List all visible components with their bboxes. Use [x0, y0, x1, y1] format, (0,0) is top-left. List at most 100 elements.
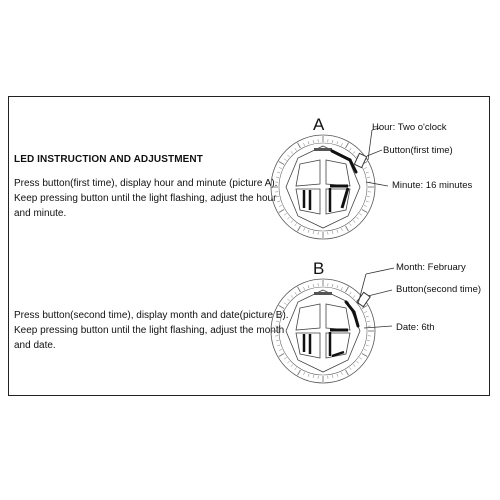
- bezel-tick: [294, 148, 297, 151]
- instruction-heading: LED INSTRUCTION AND ADJUSTMENT: [14, 154, 203, 165]
- bezel-tick: [297, 286, 301, 293]
- bezel-tick: [364, 311, 367, 313]
- bezel-tick: [365, 315, 369, 318]
- bezel-tick: [356, 360, 359, 364]
- bezel-tick: [279, 349, 282, 351]
- watch-diagram-b: [270, 278, 376, 384]
- bezel-tick: [284, 302, 287, 305]
- bezel-tick: [275, 320, 280, 322]
- bezel-tick: [336, 373, 339, 377]
- bezel-tick: [277, 171, 281, 174]
- bezel-tick: [365, 171, 369, 174]
- bezel-tick: [275, 196, 280, 198]
- instruction-text-b: Press button(second time), display month…: [14, 310, 289, 351]
- bezel-tick: [365, 344, 369, 347]
- bezel-tick: [336, 141, 339, 145]
- bezel-tick: [341, 143, 343, 146]
- bezel-tick: [279, 205, 282, 207]
- bezel-tick: [279, 311, 282, 313]
- bezel-tick: [287, 154, 290, 158]
- watch-diagram-a: [270, 134, 376, 240]
- instruction-panel: [8, 96, 490, 396]
- bezel-tick: [290, 295, 294, 298]
- bezel-tick: [341, 287, 343, 290]
- bezel-tick: [307, 229, 310, 233]
- bezel-tick: [303, 372, 305, 375]
- annotation-month: Month: February: [396, 262, 466, 273]
- bezel-tick: [297, 369, 301, 376]
- bezel-tick: [366, 320, 371, 322]
- bezel-tick: [278, 305, 285, 309]
- bezel-tick: [307, 373, 310, 377]
- bezel-tick: [332, 139, 334, 144]
- bezel-tick: [294, 223, 297, 226]
- bezel-tick: [290, 151, 294, 154]
- bezel-tick: [364, 349, 367, 351]
- bezel-tick: [364, 205, 367, 207]
- bezel-tick: [341, 228, 343, 231]
- bezel-tick: [336, 285, 339, 289]
- bezel-tick: [361, 209, 368, 213]
- bezel-tick: [297, 225, 301, 232]
- bezel-tick: [359, 213, 362, 216]
- bezel-tick: [290, 364, 294, 367]
- bezel-tick: [278, 161, 285, 165]
- bezel-tick: [361, 305, 368, 309]
- bezel-tick: [312, 139, 314, 144]
- bezel-tick: [277, 315, 281, 318]
- annotation-button-second: Button(second time): [396, 284, 482, 295]
- bezel-tick: [284, 158, 287, 161]
- bezel-tick: [303, 143, 305, 146]
- bezel-tick: [294, 367, 297, 370]
- bezel-tick: [277, 200, 281, 203]
- bezel-tick: [359, 357, 362, 360]
- bezel-tick: [366, 176, 371, 178]
- bezel-tick: [336, 229, 339, 233]
- watch-a-leader-lines: [365, 127, 389, 187]
- bezel-tick: [349, 148, 352, 151]
- watch-b-leader-lines: [357, 267, 395, 329]
- bezel-tick: [312, 374, 314, 379]
- bezel-tick: [287, 360, 290, 364]
- bezel-tick: [284, 357, 287, 360]
- bezel-tick: [366, 340, 371, 342]
- bezel-tick: [345, 225, 349, 232]
- bezel-tick: [312, 230, 314, 235]
- bezel-tick: [349, 292, 352, 295]
- bezel-tick: [307, 285, 310, 289]
- bezel-tick: [278, 209, 285, 213]
- bezel-tick: [278, 353, 285, 357]
- annotation-hour: Hour: Two o'clock: [372, 122, 447, 133]
- annotation-button-first: Button(first time): [383, 145, 453, 156]
- picture-label-a: A: [313, 115, 325, 134]
- bezel-tick: [356, 216, 359, 220]
- bezel-tick: [332, 374, 334, 379]
- bezel-tick: [284, 213, 287, 216]
- bezel-tick: [352, 220, 356, 223]
- bezel-tick: [277, 344, 281, 347]
- annotation-date: Date: 6th: [396, 322, 435, 333]
- bezel-tick: [341, 372, 343, 375]
- bezel-tick: [275, 340, 280, 342]
- bezel-tick: [366, 196, 371, 198]
- bezel-tick: [345, 142, 349, 149]
- bezel-tick: [345, 286, 349, 293]
- bezel-tick: [294, 292, 297, 295]
- bezel-tick: [290, 220, 294, 223]
- bezel-tick: [287, 298, 290, 302]
- instruction-text-a: Press button(first time), display hour a…: [14, 178, 278, 219]
- bezel-tick: [352, 364, 356, 367]
- bezel-tick: [352, 151, 356, 154]
- bezel-tick: [303, 287, 305, 290]
- bezel-tick: [365, 200, 369, 203]
- bezel-tick: [349, 223, 352, 226]
- bezel-tick: [297, 142, 301, 149]
- bezel-tick: [303, 228, 305, 231]
- bezel-tick: [279, 167, 282, 169]
- bezel-tick: [307, 141, 310, 145]
- bezel-tick: [345, 369, 349, 376]
- bezel-tick: [287, 216, 290, 220]
- bezel-tick: [361, 353, 368, 357]
- bezel-tick: [364, 167, 367, 169]
- bezel-tick: [332, 230, 334, 235]
